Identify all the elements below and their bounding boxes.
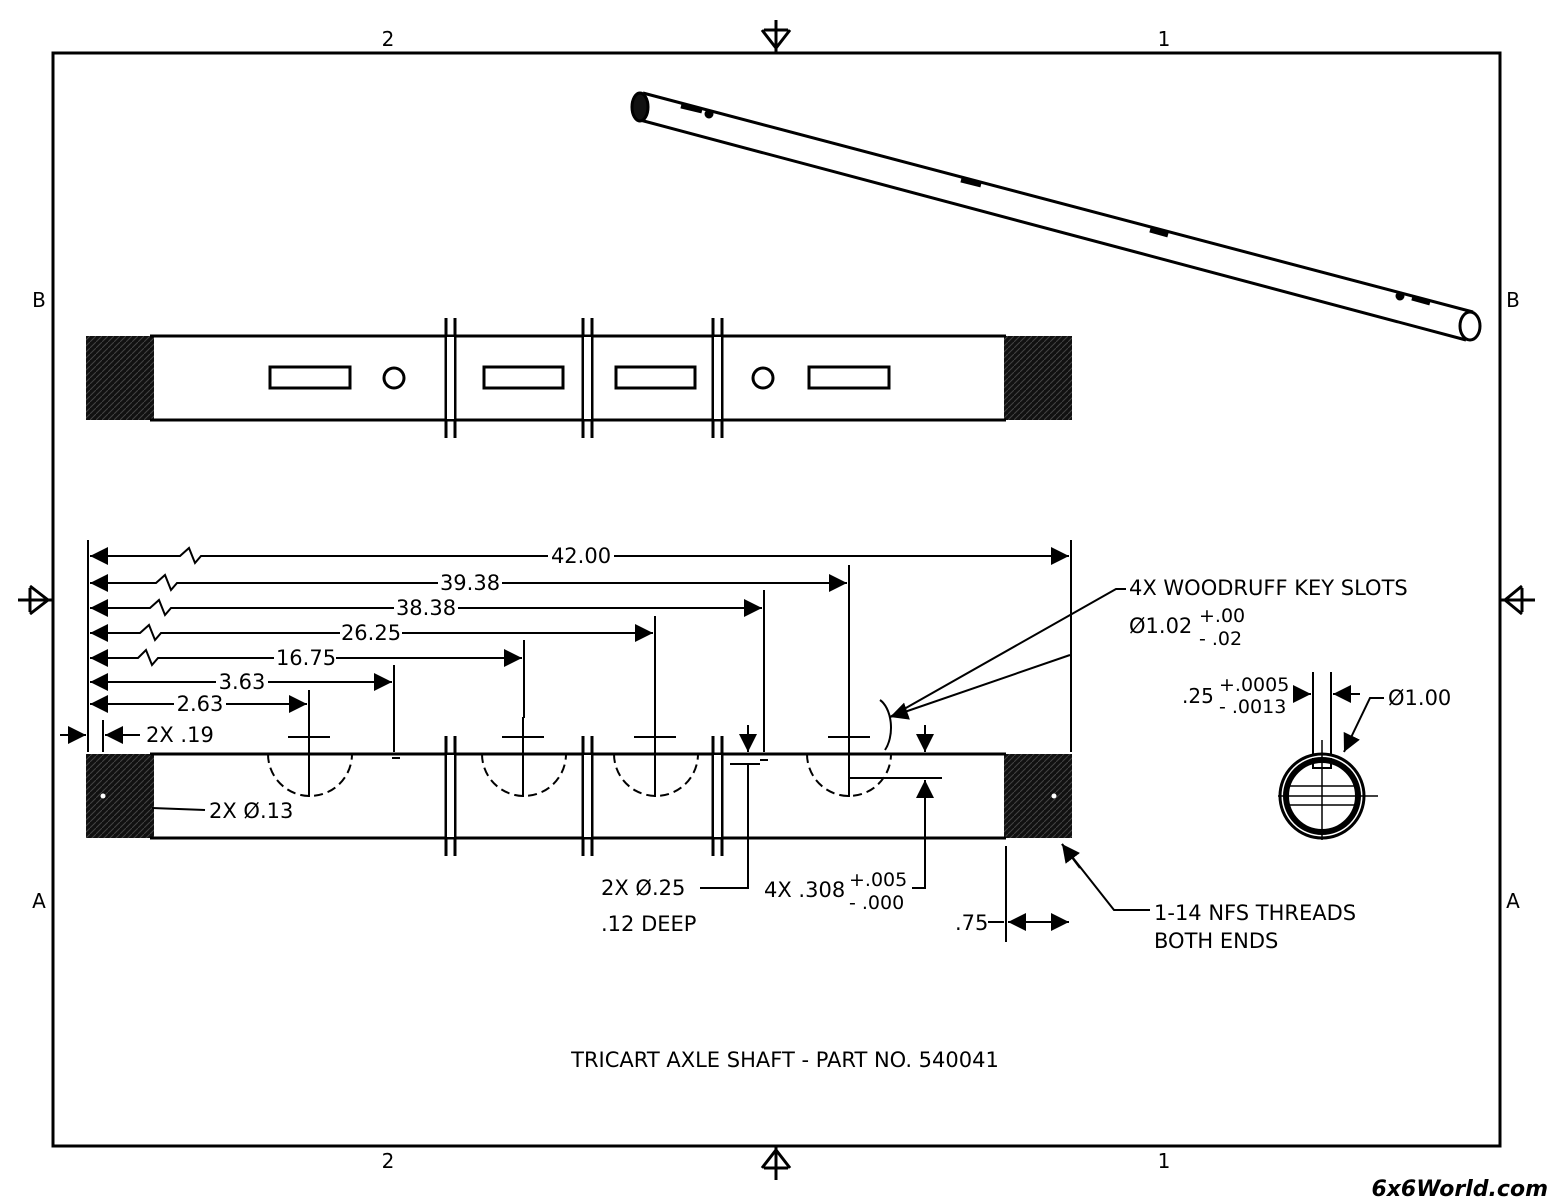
dimension-text: 42.00 39.38 38.38 26.25 16.75 3.63 2.63 …	[146, 544, 988, 935]
dim-2x-19: 2X .19	[146, 723, 214, 747]
threads-label-line2: BOTH ENDS	[1154, 929, 1278, 953]
dim-16-75: 16.75	[276, 646, 336, 670]
section-width-tol-minus: - .0013	[1219, 696, 1286, 718]
dim-42-00: 42.00	[551, 544, 611, 568]
key-slots-tol-plus: +.00	[1199, 605, 1245, 627]
top-thread-right	[1004, 336, 1072, 420]
front-thread-left	[86, 754, 154, 838]
small-holes-label: 2X Ø.13	[209, 799, 293, 823]
large-holes-depth: .12 DEEP	[601, 912, 696, 936]
zone-label-right-a: A	[1506, 889, 1520, 913]
zone-label-top-right: 1	[1158, 27, 1171, 51]
dim-0-75: .75	[955, 911, 988, 935]
centering-mark-top	[760, 20, 792, 53]
front-thread-right	[1004, 754, 1072, 838]
watermark-logo: 6x6World.com	[1371, 1177, 1548, 1200]
centering-mark-bottom	[760, 1146, 792, 1180]
top-thread-left	[86, 336, 154, 420]
zone-label-right-b: B	[1506, 288, 1520, 312]
dim-39-38: 39.38	[440, 571, 500, 595]
section-width-label: .25	[1182, 684, 1214, 708]
zone-label-bottom-right: 1	[1158, 1149, 1171, 1173]
slot-depth-label: 4X .308	[764, 878, 845, 902]
zone-label-left-a: A	[32, 889, 46, 913]
large-holes-label: 2X Ø.25	[601, 876, 685, 900]
drawing-title: TRICART AXLE SHAFT - PART NO. 540041	[570, 1048, 999, 1072]
slot-depth-tol-minus: - .000	[849, 892, 904, 914]
zone-label-top-left: 2	[382, 27, 395, 51]
key-slots-label: 4X WOODRUFF KEY SLOTS	[1129, 576, 1408, 600]
dimension-lines	[60, 540, 1384, 942]
key-slots-tol-minus: - .02	[1199, 628, 1242, 650]
slot-depth-tol-plus: +.005	[849, 869, 907, 891]
threads-label-line1: 1-14 NFS THREADS	[1154, 901, 1356, 925]
callout-text: 4X WOODRUFF KEY SLOTS Ø1.02 +.00 - .02 2…	[209, 576, 1451, 953]
isometric-shaft-view	[630, 91, 1482, 342]
key-slots-diameter: Ø1.02	[1129, 614, 1192, 638]
woodruff-slot-outlines	[267, 753, 892, 797]
dim-26-25: 26.25	[341, 621, 401, 645]
centering-mark-left	[18, 584, 53, 616]
section-diameter-label: Ø1.00	[1388, 686, 1451, 710]
section-view	[1278, 740, 1378, 840]
zone-label-left-b: B	[32, 288, 46, 312]
zone-label-bottom-left: 2	[382, 1149, 395, 1173]
dim-3-63: 3.63	[219, 670, 266, 694]
dim-38-38: 38.38	[396, 596, 456, 620]
top-view-shaft	[86, 318, 1072, 438]
centering-mark-right	[1500, 584, 1535, 616]
dim-2-63: 2.63	[177, 692, 224, 716]
front-view-shaft	[86, 717, 1072, 856]
section-width-tol-plus: +.0005	[1219, 674, 1289, 696]
